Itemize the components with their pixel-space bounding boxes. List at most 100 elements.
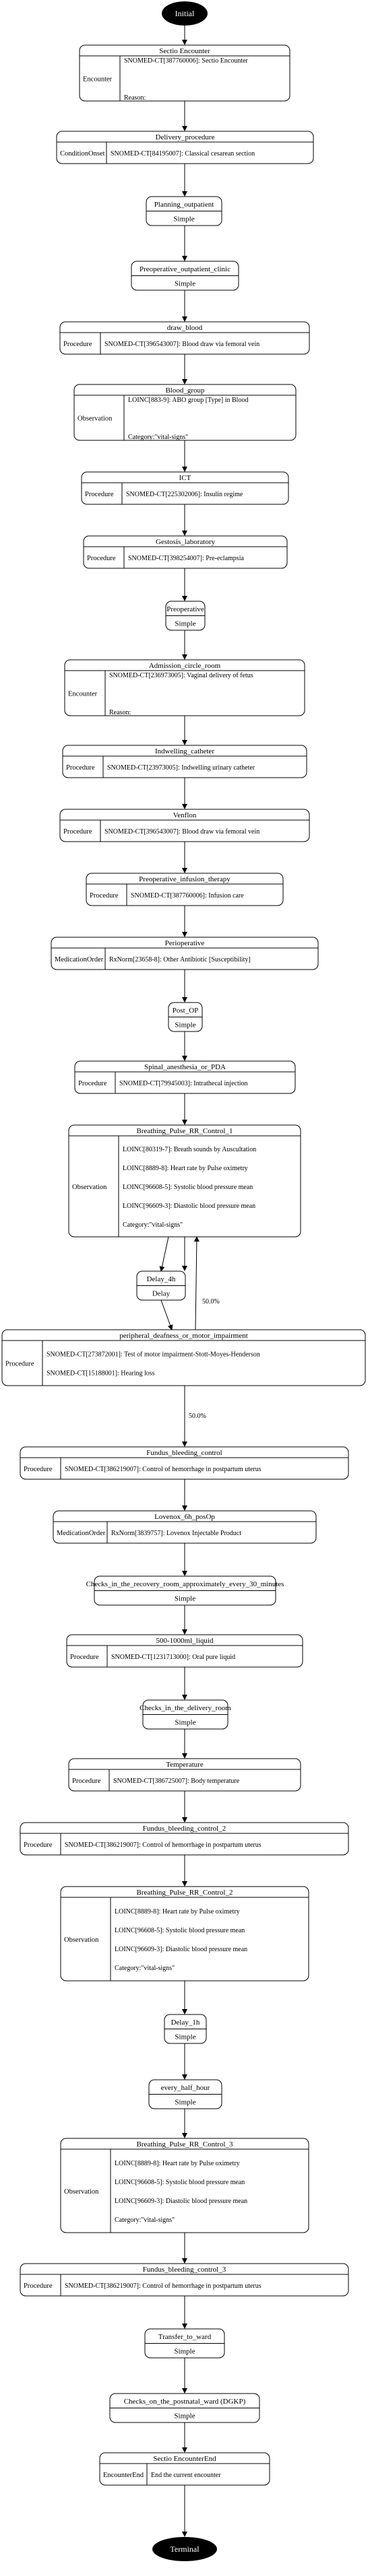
node-frame: [68, 1758, 301, 1792]
start-label: Initial: [175, 9, 195, 18]
node-type: Procedure: [70, 1654, 99, 1661]
node-kind: Simple: [175, 1595, 195, 1603]
node-code-line: LOINC[96609-3]: Diastolic blood pressure…: [123, 1202, 255, 1210]
node-title: Blood_group: [165, 386, 205, 395]
state-node-30: Breathing_Pulse_RR_Control_3ObservationL…: [60, 2138, 309, 2233]
node-type: EncounterEnd: [103, 2472, 144, 2479]
node-frame: [1, 1329, 366, 1386]
node-code-line: SNOMED-CT[387760006]: Sectio Encounter: [124, 57, 249, 65]
node-frame: [64, 659, 305, 716]
node-type: Procedure: [85, 491, 114, 498]
node-code-line: LOINC[96608-5]: Systolic blood pressure …: [123, 1184, 253, 1191]
node-code-line: Category:"vital-signs": [123, 1221, 183, 1229]
node-frame: [60, 1886, 309, 1981]
node-type: Procedure: [24, 1466, 53, 1473]
node-frame: [51, 937, 319, 970]
node-kind: Simple: [175, 2099, 195, 2107]
node-title: Checks_on_the_postnatal_ward (DGKP): [124, 2398, 246, 2406]
node-frame: [20, 2263, 349, 2297]
node-title: Sectio Encounter: [159, 47, 210, 55]
node-title: Perioperative: [165, 939, 205, 947]
node-title: Fundus_bleeding_control_2: [143, 1825, 226, 1833]
node-title: Checks_in_the_delivery_room: [140, 1704, 231, 1712]
node-type: Procedure: [5, 1361, 34, 1368]
node-code-line: SNOMED-CT[396543007]: Blood draw via fem…: [104, 341, 259, 348]
node-code-line: LOINC[8889-8]: Heart rate by Pulse oxime…: [115, 1908, 240, 1916]
node-type: Observation: [72, 1184, 107, 1191]
node-title: Breathing_Pulse_RR_Control_1: [137, 1127, 233, 1135]
node-title: Venflon: [173, 811, 197, 819]
state-node-10: Admission_circle_roomEncounterSNOMED-CT[…: [64, 659, 305, 716]
node-frame: [20, 1446, 349, 1480]
node-kind: Simple: [175, 620, 195, 628]
state-node-19: peripheral_deafness_or_motor_impairmentP…: [1, 1329, 366, 1386]
node-code-line: SNOMED-CT[273872001]: Test of motor impa…: [47, 1351, 260, 1359]
node-type: Procedure: [72, 1777, 101, 1785]
node-title: Post_OP: [173, 1007, 199, 1015]
node-title: Admission_circle_room: [149, 662, 221, 670]
node-title: Lovenox_6h_posOp: [154, 1513, 215, 1521]
node-code-line: LOINC[96609-3]: Diastolic blood pressure…: [115, 2198, 247, 2205]
end-node: Terminal: [152, 2537, 217, 2561]
node-title: Breathing_Pulse_RR_Control_3: [137, 2140, 234, 2148]
node-kind: Simple: [175, 2033, 195, 2041]
state-node-33: Checks_on_the_postnatal_ward (DGKP)Simpl…: [109, 2393, 260, 2423]
node-type: Encounter: [83, 76, 113, 83]
node-frame: [99, 2452, 270, 2486]
node-frame: [81, 471, 289, 505]
node-title: Temperature: [166, 1761, 204, 1769]
node-type: Procedure: [24, 1841, 53, 1849]
node-title: Preoperative_outpatient_clinic: [140, 265, 230, 273]
node-code-line: LOINC[96609-3]: Diastolic blood pressure…: [115, 1946, 247, 1953]
node-kind: Simple: [173, 215, 194, 224]
node-title: Planning_outpatient: [154, 201, 214, 209]
node-type: Procedure: [63, 828, 92, 836]
node-title: Fundus_bleeding_control_3: [143, 2266, 226, 2274]
node-type: ConditionOnset: [60, 150, 105, 158]
node-code-line: SNOMED-CT[396543007]: Blood draw via fem…: [104, 828, 259, 836]
node-title: Sectio EncounterEnd: [153, 2455, 216, 2463]
node-code-line: LOINC[8889-8]: Heart rate by Pulse oxime…: [123, 1165, 248, 1172]
node-title: Delivery_procedure: [156, 133, 215, 141]
end-ellipse: [152, 2537, 217, 2561]
node-code-line: SNOMED-CT[386725007]: Body temperature: [113, 1777, 240, 1785]
node-code-line: Category:"vital-signs": [115, 2216, 175, 2224]
node-title: Gestosis_laboratory: [156, 538, 215, 546]
node-title: Spinal_anesthesia_or_PDA: [144, 1063, 226, 1071]
node-code-line: SNOMED-CT[15188001]: Hearing loss: [47, 1370, 155, 1378]
node-frame: [56, 131, 314, 164]
node-type: Procedure: [90, 892, 119, 900]
node-code-line: SNOMED-CT[23973005]: Indwelling urinary …: [107, 764, 255, 772]
edge-label-loop-back: 50.0%: [202, 1298, 220, 1306]
node-frame: [73, 384, 297, 441]
node-type: Procedure: [66, 764, 95, 772]
node-kind: Delay: [152, 1290, 171, 1298]
node-frame: [62, 745, 307, 778]
node-title: Delay_1h: [171, 2019, 200, 2027]
node-type: Encounter: [68, 691, 98, 698]
edge-label-forward: 50.0%: [189, 1413, 206, 1420]
edge-18-19: [160, 1299, 173, 1330]
node-code-line: SNOMED-CT[398254007]: Pre-eclampsia: [128, 555, 244, 562]
node-code-line: LOINC[96608-5]: Systolic blood pressure …: [115, 2179, 245, 2186]
node-code-line: Category:"vital-signs": [115, 1965, 175, 1972]
node-frame: [59, 809, 310, 842]
node-frame: [60, 2138, 309, 2233]
node-type: Procedure: [78, 1080, 107, 1087]
node-code-line: SNOMED-CT[386219007]: Control of hemorrh…: [65, 1841, 261, 1849]
node-title: Transfer_to_ward: [158, 2333, 212, 2341]
node-type: MedicationOrder: [55, 956, 104, 963]
node-kind: Simple: [175, 1021, 195, 1029]
node-frame: [68, 1124, 301, 1238]
state-node-27: Breathing_Pulse_RR_Control_2ObservationL…: [60, 1886, 309, 1981]
